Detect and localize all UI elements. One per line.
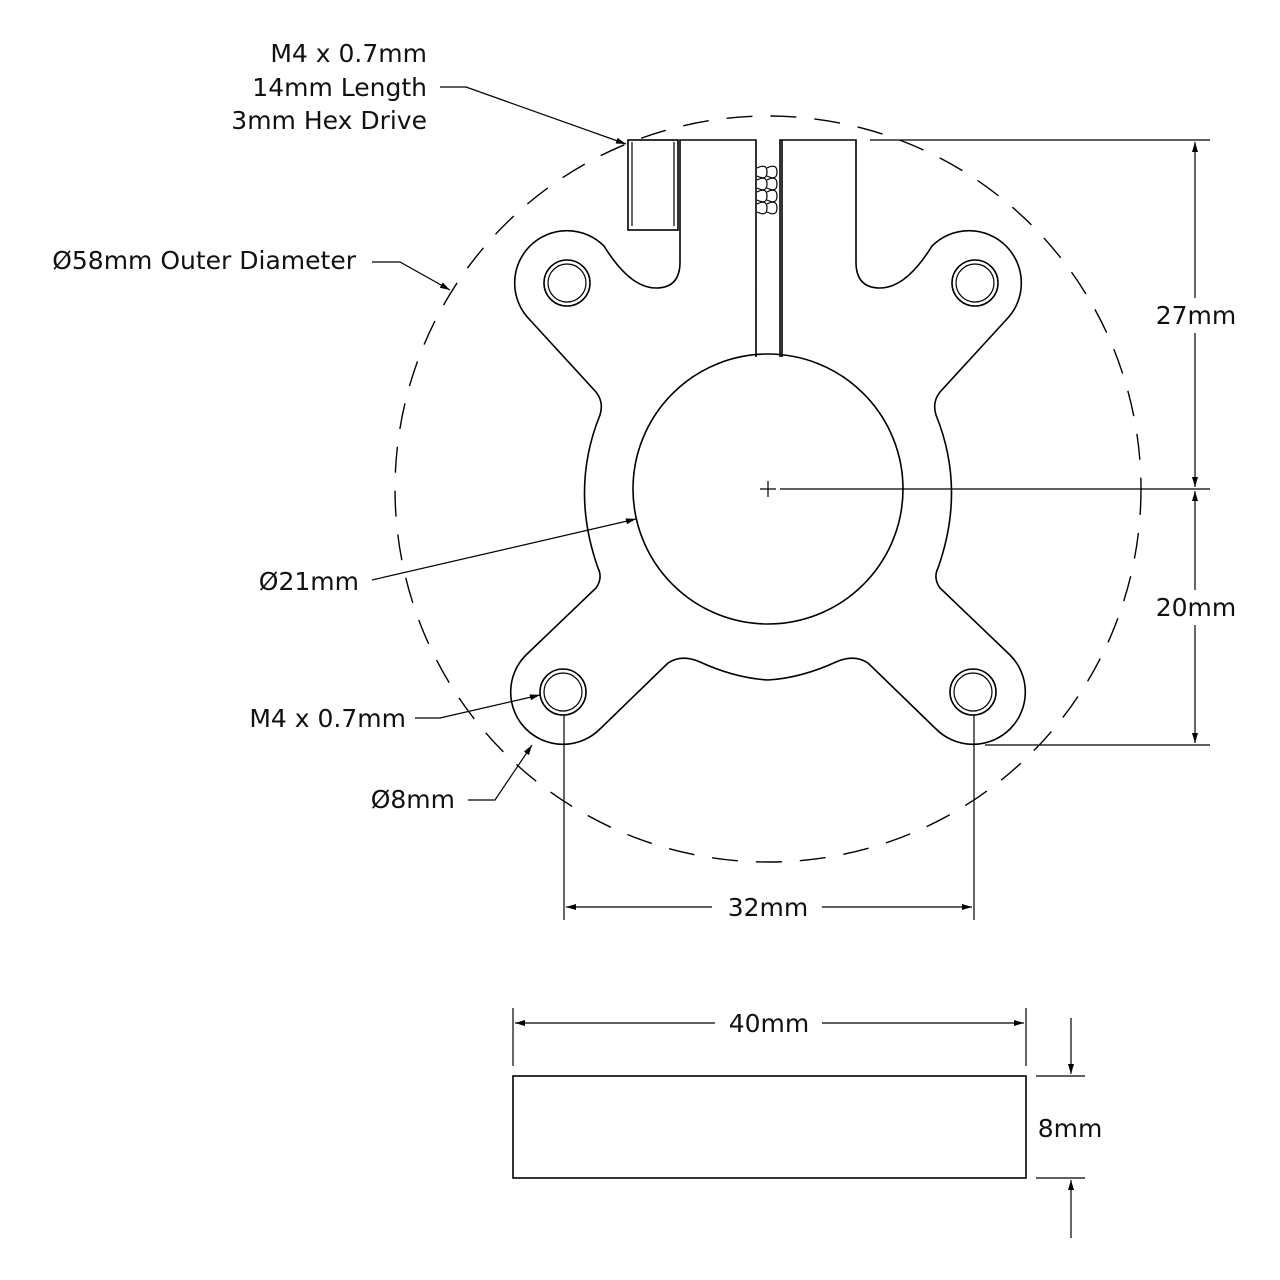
thread-icon xyxy=(756,165,778,215)
center-mark xyxy=(760,481,776,497)
bore-label: Ø21mm xyxy=(259,567,359,596)
hex-screw-icon xyxy=(627,139,679,231)
tapped-hole-label: M4 x 0.7mm xyxy=(249,704,406,733)
dim-20mm: 20mm xyxy=(1156,593,1237,622)
screw-spec-line2: 14mm Length xyxy=(252,73,427,102)
dim-27mm: 27mm xyxy=(1156,301,1237,330)
screw-spec-line1: M4 x 0.7mm xyxy=(270,39,427,68)
screw-spec-line3: 3mm Hex Drive xyxy=(231,106,427,135)
side-view xyxy=(512,1075,1027,1179)
dim-8mm: 8mm xyxy=(1038,1114,1103,1143)
dim-32mm: 32mm xyxy=(728,893,809,922)
hub-outline xyxy=(509,139,1027,746)
ear-diameter-label: Ø8mm xyxy=(371,785,455,814)
mounting-holes xyxy=(539,259,999,716)
outer-diameter-label: Ø58mm Outer Diameter xyxy=(52,246,357,275)
dim-40mm: 40mm xyxy=(729,1009,810,1038)
